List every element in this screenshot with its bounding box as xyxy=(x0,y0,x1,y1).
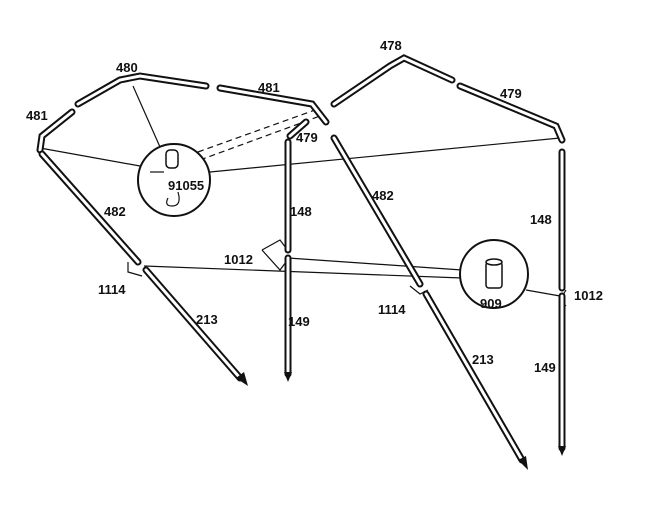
label-481-left: 481 xyxy=(26,108,48,123)
label-213-left: 213 xyxy=(196,312,218,327)
frame-tubes xyxy=(36,54,566,470)
label-482-left: 482 xyxy=(104,204,126,219)
label-478: 478 xyxy=(380,38,402,53)
label-1114-mid: 1114 xyxy=(378,302,406,317)
label-91055: 91055 xyxy=(168,178,204,193)
label-909: 909 xyxy=(480,296,502,311)
label-481-mid: 481 xyxy=(258,80,280,95)
label-1012-right: 1012 xyxy=(574,288,603,303)
detail-circle-91055 xyxy=(137,143,211,217)
detail-circle-909 xyxy=(459,239,529,309)
label-213-right: 213 xyxy=(472,352,494,367)
label-148-right: 148 xyxy=(530,212,552,227)
label-482-mid: 482 xyxy=(372,188,394,203)
label-479-right: 479 xyxy=(500,86,522,101)
label-149-right: 149 xyxy=(534,360,556,375)
label-479-mid: 479 xyxy=(296,130,318,145)
label-1012-mid: 1012 xyxy=(224,252,253,267)
label-148-mid: 148 xyxy=(290,204,312,219)
part-labels: 480 481 481 478 479 479 482 482 148 148 … xyxy=(26,38,603,375)
label-1114-left: 1114 xyxy=(98,282,126,297)
label-480: 480 xyxy=(116,60,138,75)
label-149-mid: 149 xyxy=(288,314,310,329)
